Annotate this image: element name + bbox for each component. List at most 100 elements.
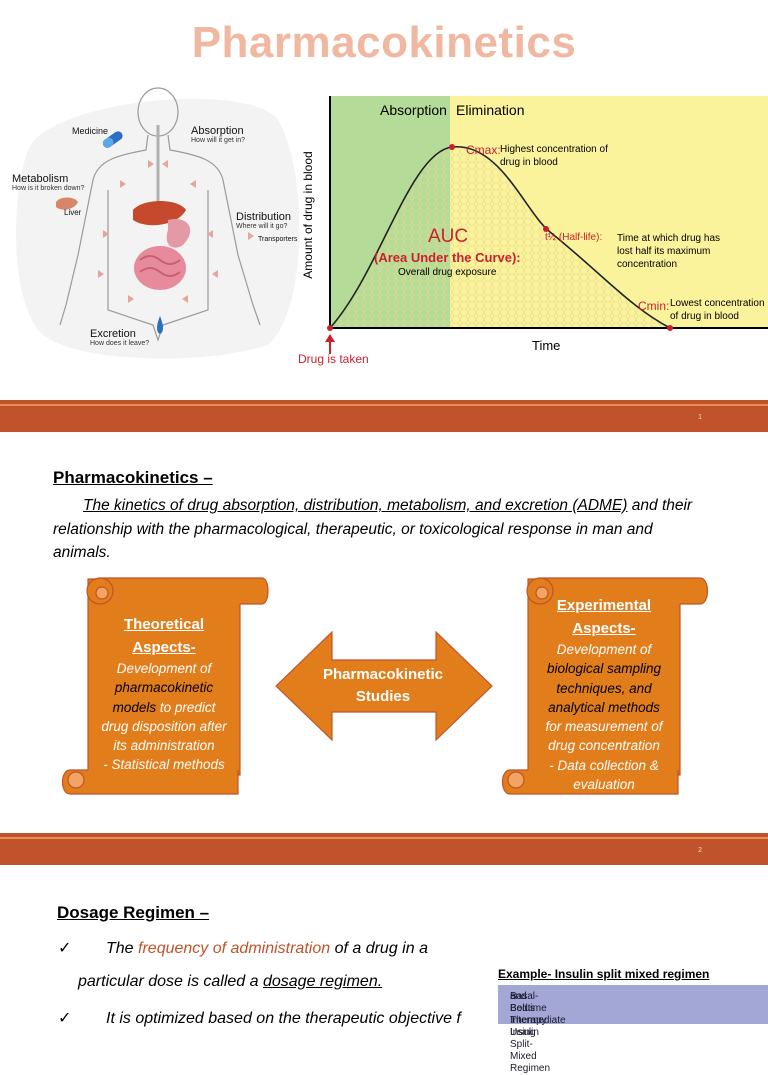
pill-icon <box>102 131 123 148</box>
absorption-label: Absorption How will it get in? <box>191 126 245 146</box>
cmax-desc-line-2: drug in blood <box>500 157 558 168</box>
bullet-2-text: It is optimized based on the therapeutic… <box>106 1010 461 1027</box>
metabolism-question: How is it broken down? <box>12 185 85 192</box>
cmin-description: Lowest concentration of drug in blood <box>670 297 765 323</box>
auc-chart-svg <box>325 96 768 354</box>
pharmacokinetics-heading: Pharmacokinetics – <box>53 468 213 487</box>
example-caption: Example- Insulin split mixed regimen <box>498 967 710 981</box>
definition-adme: The kinetics of drug absorption, distrib… <box>83 497 628 514</box>
slide-divider-2: 2 <box>0 833 768 865</box>
cmin-point <box>667 325 673 331</box>
experimental-scroll-shape <box>501 577 709 795</box>
bullet-1-part-c: of a drug in a <box>330 940 428 957</box>
liver-organ <box>133 201 186 226</box>
metabolism-label: Metabolism How is it broken down? <box>12 174 84 194</box>
concentration-curve <box>329 146 671 329</box>
bullet-1-part-b: frequency of administration <box>138 940 331 957</box>
theoretical-line-3a: models <box>112 699 157 715</box>
theoretical-line-4: drug disposition after <box>101 718 227 734</box>
adme-body-diagram: Medicine Absorption How will it get in? … <box>8 80 308 360</box>
theoretical-line-5: its administration <box>113 738 215 754</box>
bullet-1-cont-b: dosage regimen. <box>262 973 383 990</box>
thalf-label: t½ (Half-life): <box>545 232 603 243</box>
double-arrow-icon <box>275 630 493 742</box>
auc-description: Overall drug exposure <box>398 267 497 278</box>
experimental-aspects-text: Experimental Aspects- Development of bio… <box>528 594 680 794</box>
experimental-line-8: evaluation <box>573 777 635 793</box>
thalf-description: Time at which drug has lost half its max… <box>617 232 720 271</box>
theoretical-line-6: - Statistical methods <box>103 757 225 773</box>
absorption-question: How will it get in? <box>191 137 246 144</box>
auc-title: AUC <box>428 226 469 247</box>
distribution-question: Where will it go? <box>236 223 288 230</box>
example-box-line-2: and Bedtime Intermediate Insulin <box>510 991 566 1038</box>
auc-subtitle: (Area Under the Curve): <box>374 250 521 265</box>
cmax-description: Highest concentration of drug in blood <box>500 143 608 169</box>
theoretical-line-1: Development of <box>116 661 212 676</box>
slide-divider-1: 1 <box>0 400 768 432</box>
excretion-title: Excretion <box>90 328 136 340</box>
experimental-line-5: for measurement of <box>545 719 663 735</box>
pk-studies-diagram <box>61 577 709 795</box>
dosage-bullet-1: ✓The frequency of administration of a dr… <box>58 938 428 958</box>
bullet-1-part-a: The <box>106 940 139 957</box>
thalf-desc-line-1: Time at which drug has <box>617 233 721 244</box>
drug-taken-arrow-icon <box>325 334 335 342</box>
cmin-desc-line-1: Lowest concentration <box>670 298 765 309</box>
experimental-line-1: Development of <box>556 642 652 657</box>
experimental-line-3: techniques, and <box>556 680 652 696</box>
pk-studies-label: Pharmacokinetic Studies <box>300 664 466 708</box>
distribution-title: Distribution <box>236 211 292 223</box>
pk-studies-line-2: Studies <box>355 688 411 705</box>
absorption-phase-label: Absorption <box>380 102 447 118</box>
theoretical-line-2: pharmacokinetic <box>114 680 214 696</box>
theoretical-scroll-shape <box>61 577 269 795</box>
y-axis-label: Amount of drug in blood <box>301 151 315 279</box>
checkmark-icon: ✓ <box>58 1010 72 1027</box>
distribution-label: Distribution Where will it go? <box>236 212 291 232</box>
experimental-line-7: - Data collection & <box>549 757 659 773</box>
dosage-bullet-2: ✓ It is optimized based on the therapeuti… <box>58 1008 461 1028</box>
theoretical-heading-1: Theoretical <box>123 616 205 633</box>
dosage-bullet-1-cont: particular dose is called a dosage regim… <box>78 973 382 991</box>
excretion-label: Excretion How does it leave? <box>90 329 149 349</box>
theoretical-aspects-text: Theoretical Aspects- Development of phar… <box>88 613 240 775</box>
origin-point <box>327 325 333 331</box>
cmin-label: Cmin: <box>638 299 670 313</box>
theoretical-heading-2: Aspects- <box>132 639 196 656</box>
thalf-desc-line-3: concentration <box>617 259 678 270</box>
slide-title: Pharmacokinetics <box>191 18 577 67</box>
experimental-line-6: drug concentration <box>548 738 660 754</box>
human-body-illustration <box>16 87 300 359</box>
absorption-title: Absorption <box>191 125 244 137</box>
example-image-box: Basal-Bolus Therapy Using Split-Mixed Re… <box>498 985 768 1074</box>
excretion-question: How does it leave? <box>90 340 150 347</box>
experimental-heading-1: Experimental <box>556 597 652 614</box>
experimental-line-4: analytical methods <box>548 699 660 715</box>
thalf-point <box>543 226 549 232</box>
page-number-2: 2 <box>698 847 702 854</box>
metabolism-title: Metabolism <box>12 173 69 185</box>
bullet-1-cont-a: particular dose is called a <box>78 973 263 990</box>
definition-rest: and their relationship with the pharmaco… <box>53 497 693 561</box>
experimental-line-2: biological sampling <box>546 661 662 677</box>
dosage-regimen-heading: Dosage Regimen – <box>57 903 210 922</box>
drug-taken-label: Drug is taken <box>298 352 369 366</box>
liver-icon <box>56 197 78 210</box>
theoretical-line-3b: to predict <box>156 699 216 715</box>
liver-label: Liver <box>64 208 82 217</box>
elimination-phase-label: Elimination <box>456 102 525 118</box>
transporters-label: Transporters <box>258 236 298 243</box>
cmin-desc-line-2: of drug in blood <box>670 311 739 322</box>
cmax-desc-line-1: Highest concentration of <box>500 144 608 155</box>
cmax-label: Cmax: <box>466 143 501 157</box>
auc-chart: Absorption Elimination Amount of drug in… <box>298 92 768 382</box>
cmax-point <box>449 144 455 150</box>
theoretical-line-3: models to predict <box>88 698 240 717</box>
experimental-heading-2: Aspects- <box>572 620 636 637</box>
x-axis-label: Time <box>532 338 561 353</box>
pharmacokinetics-definition: The kinetics of drug absorption, distrib… <box>53 494 713 565</box>
thalf-desc-line-2: lost half its maximum <box>617 246 711 257</box>
page-number-1: 1 <box>698 414 702 421</box>
pk-studies-line-1: Pharmacokinetic <box>322 666 444 683</box>
